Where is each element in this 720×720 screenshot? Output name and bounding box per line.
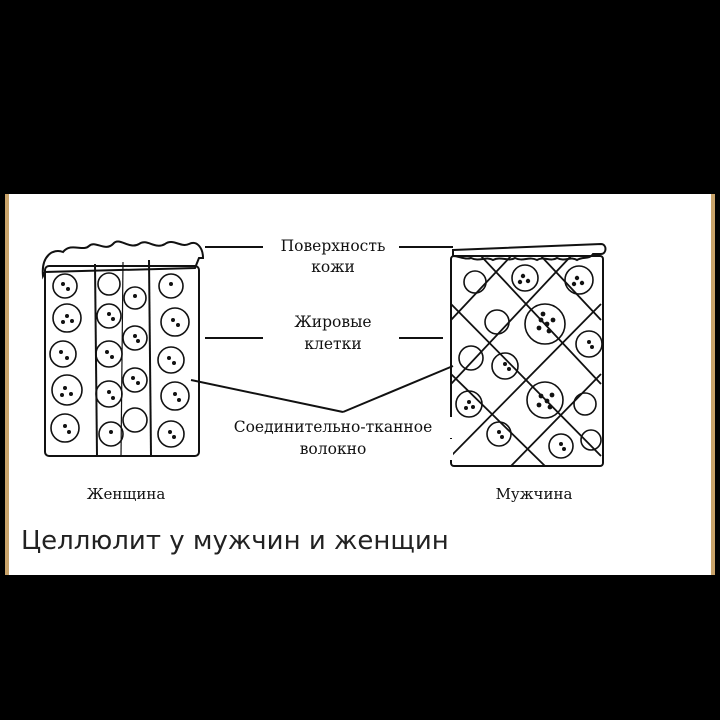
female-skin-surface [41,240,205,280]
fat-cell [564,265,594,295]
fat-cell [122,367,148,393]
fat-cell [158,273,184,299]
fat-cell [122,325,148,351]
connective-fiber-label-line2: волокно [213,439,453,460]
tissue-illustration [41,240,607,467]
male-skin-surface [452,242,607,262]
fat-cell [160,381,190,411]
fat-cells-label: Жировые [267,312,399,333]
female-vertical-fiber [120,261,124,457]
skin-surface-label-line2: кожи [267,257,399,278]
fat-cell [98,421,124,447]
fat-cells-label-line2: клетки [267,334,399,355]
pointer-lines [190,246,454,413]
fat-cell [548,433,574,459]
fat-cell [95,380,123,408]
fat-cell [51,374,83,406]
male-tissue-body [450,255,604,467]
connective-fiber-label: Соединительно-тканное [213,417,453,438]
fat-cell [96,303,122,329]
fat-cell [484,309,510,335]
fat-cell [52,273,78,299]
fat-cell [580,429,602,451]
fat-cell [52,303,82,333]
fat-cell [573,392,597,416]
male-tissue [450,242,607,467]
fat-cell [49,340,77,368]
frame-edge-left [5,194,9,575]
fat-cell [463,270,487,294]
fat-cell [95,340,123,368]
fat-cell [575,330,603,358]
fat-cell [511,264,539,292]
fat-cell [157,346,185,374]
fat-cell [458,345,484,371]
diagram-panel: Поверхность кожи Жировые клетки Соединит… [5,194,715,575]
fat-cell [455,390,483,418]
fat-cell [160,307,190,337]
female-vertical-fiber [148,259,152,457]
fat-cell [50,413,80,443]
female-vertical-fiber [94,263,98,457]
fat-cell [123,286,147,310]
fat-cell [122,407,148,433]
male-fat-cells [455,264,603,459]
male-caption: Мужчина [477,484,591,505]
female-caption: Женщина [69,484,183,505]
female-cell-dots [59,282,181,439]
male-crosshatch-fibers [450,255,602,467]
skin-surface-label: Поверхность [267,236,399,257]
fat-cell [486,421,512,447]
female-tissue-body [44,265,200,457]
female-fat-cells [49,272,190,448]
female-tissue [41,240,205,457]
fiber-pointer-right [342,365,454,413]
fat-cell [524,303,566,345]
fat-cell [526,381,564,419]
fat-cell [491,352,519,380]
frame-edge-right [711,194,715,575]
fiber-pointer-left [190,379,344,413]
page-title: Целлюлит у мужчин и женщин [21,526,449,556]
fat-cell [97,272,121,296]
male-cell-dots [464,273,594,451]
fat-cell [157,420,185,448]
